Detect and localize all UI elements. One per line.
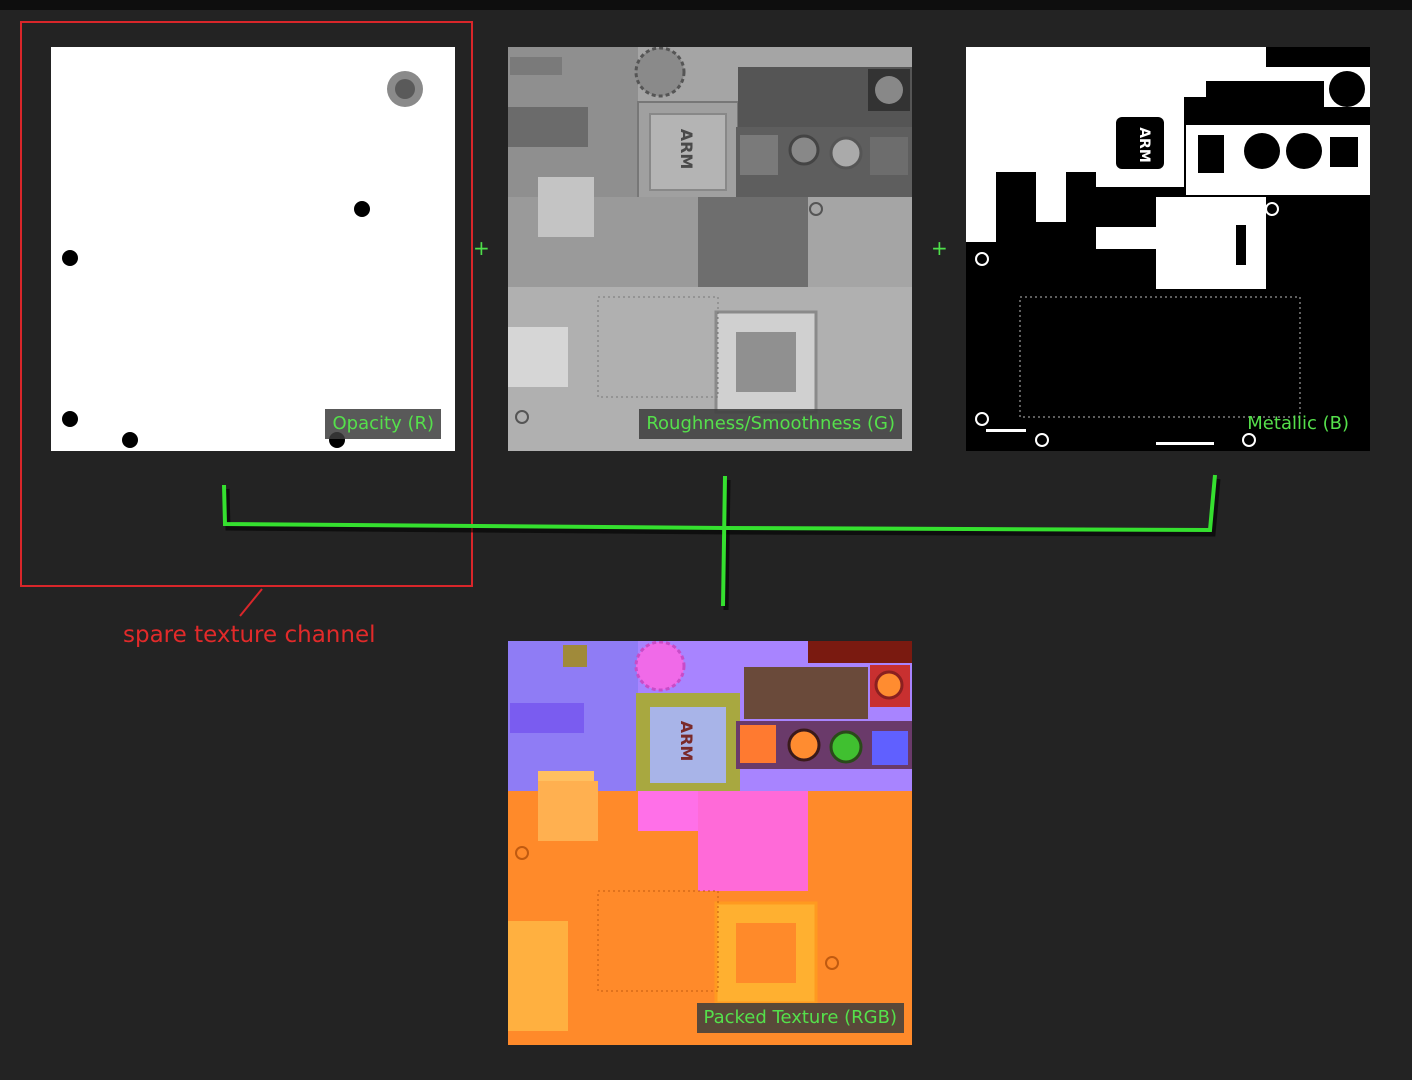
roughness-label: Roughness/Smoothness (G) [639,409,902,439]
opacity-label: Opacity (R) [325,409,441,439]
metallic-label: Metallic (B) [1247,413,1349,434]
opacity-texture: Opacity (R) [51,47,455,451]
spare-channel-label: spare texture channel [123,622,376,648]
svg-text:ARM: ARM [1136,127,1152,163]
svg-text:ARM: ARM [677,129,696,170]
plus-icon: + [931,236,948,260]
roughness-texture: ARM Roughness/Smoothness (G) [508,47,912,451]
top-bar [0,0,1412,10]
svg-text:ARM: ARM [677,721,696,762]
packed-texture: ARM Packed Texture (RGB) [508,641,912,1045]
spare-channel-outline [20,21,473,587]
packed-label: Packed Texture (RGB) [696,1003,904,1033]
metallic-texture: ARM Metallic (B) [966,47,1370,451]
plus-icon: + [473,236,490,260]
